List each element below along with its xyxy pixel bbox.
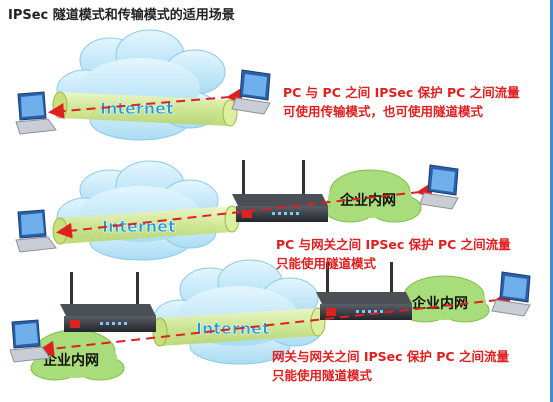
scenario-2: Internet 企业内网 xyxy=(15,160,459,261)
diagram-title: IPSec 隧道模式和传输模式的适用场景 xyxy=(8,8,235,23)
internet-label: Internet xyxy=(196,319,270,338)
intranet-label: 企业内网 xyxy=(339,192,396,209)
laptop-icon xyxy=(231,69,271,115)
router-icon xyxy=(60,272,156,332)
scenario-1: Internet xyxy=(15,29,271,141)
intranet-label: 企业内网 xyxy=(42,352,99,369)
laptop-icon xyxy=(15,91,57,135)
caption-s3-line2: 只能使用隧道模式 xyxy=(272,368,373,383)
traffic-arrow xyxy=(38,290,511,357)
caption-s1-line2: 可使用传输模式，也可使用隧道模式 xyxy=(283,104,484,119)
laptop-icon xyxy=(491,271,531,317)
caption-s1-line1: PC 与 PC 之间 IPSec 保护 PC 之间流量 xyxy=(283,85,520,100)
laptop-icon xyxy=(9,319,51,363)
caption-s3-line1: 网关与网关之间 IPSec 保护 PC 之间流量 xyxy=(272,349,509,364)
laptop-icon xyxy=(419,164,459,210)
caption-s2-line2: 只能使用隧道模式 xyxy=(276,256,377,271)
router-icon xyxy=(232,160,328,222)
traffic-arrow xyxy=(56,182,433,239)
scenario-3: Internet 企业内网 企业内网 xyxy=(9,259,531,381)
laptop-icon xyxy=(15,209,57,253)
accent-bar xyxy=(550,0,553,402)
caption-s2-line1: PC 与网关之间 IPSec 保护 PC 之间流量 xyxy=(276,237,511,252)
